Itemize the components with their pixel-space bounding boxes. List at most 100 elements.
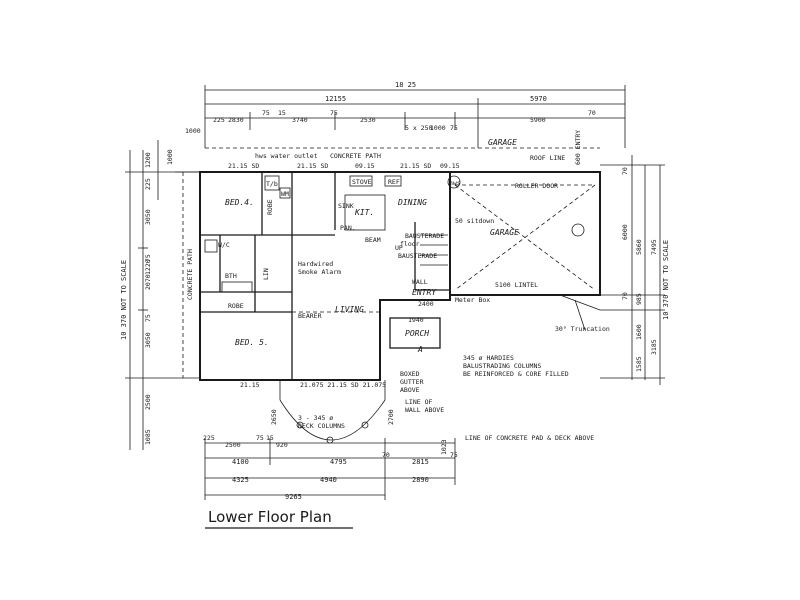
- note-rl-7: 09.15: [440, 162, 460, 170]
- right-dimensions: 10 370 NOT TO SCALE 7495 5860 6000 3185 …: [574, 130, 670, 385]
- dim-right-3185: 3185: [650, 339, 658, 355]
- dim-left-75a: 75: [144, 254, 152, 262]
- dim-right-70b: 70: [621, 167, 629, 175]
- dim-top-70: 70: [588, 109, 596, 117]
- note-deck-cols: 3 - 345 ø: [298, 414, 333, 422]
- note-roof-line: ROOF LINE: [530, 154, 565, 162]
- dim-right-5860: 5860: [635, 239, 643, 255]
- room-living: LIVING: [335, 305, 364, 314]
- dim-bottom-2890: 2890: [412, 476, 429, 484]
- dim-bottom-9265: 9265: [285, 493, 302, 501]
- note-wall-above-2: WALL ABOVE: [405, 406, 444, 414]
- room-kitchen: KIT.: [354, 208, 374, 217]
- dim-top-1000-left: 1000: [185, 127, 201, 135]
- dim-right-70: 70: [621, 292, 629, 300]
- room-entry: ENTRY: [412, 288, 437, 297]
- note-gutter: GUTTER: [400, 378, 424, 386]
- note-floor: floor: [400, 240, 420, 248]
- note-concrete-pad: LINE OF CONCRETE PAD & DECK ABOVE: [465, 434, 594, 442]
- note-rl-3: 09.15: [355, 162, 375, 170]
- note-concrete-path-left: CONCRETE PATH: [186, 249, 194, 300]
- dim-top-window: 5 x 250: [405, 124, 432, 132]
- dim-bottom-15: 15: [266, 434, 274, 442]
- note-above: ABOVE: [400, 386, 420, 394]
- dim-left-overall: 10 370 NOT TO SCALE: [120, 260, 128, 340]
- note-bausterade-2: BAUSTERADE: [398, 252, 437, 260]
- room-ref: REF: [388, 178, 400, 186]
- dim-top-3740: 3740: [292, 116, 308, 124]
- dim-right-985: 985: [635, 293, 643, 305]
- note-truncation: 30° Truncation: [555, 325, 610, 333]
- note-beam: BEAM: [365, 236, 381, 244]
- note-up: UP: [395, 244, 403, 252]
- note-roller-door: ROLLER DOOR: [515, 182, 558, 190]
- dim-left-2500: 2500: [144, 394, 152, 410]
- dim-right-6000: 6000: [621, 224, 629, 240]
- dim-bottom-70: 70: [382, 451, 390, 459]
- dim-left-1220: 1220: [144, 259, 152, 275]
- dim-top-75c: 75: [450, 124, 458, 132]
- note-porch-dim: 1940: [408, 316, 424, 324]
- room-linen: LIN: [262, 268, 270, 280]
- note-rl-4: 21.15 SD: [400, 162, 431, 170]
- room-robe2: ROBE: [266, 199, 274, 215]
- room-robe1: ROBE: [228, 302, 244, 310]
- note-concrete-path: CONCRETE PATH: [330, 152, 381, 160]
- dim-left-1085: 1085: [144, 429, 152, 445]
- note-columns-3: BE REINFORCED & CORE FILLED: [463, 370, 569, 378]
- dim-top-left: 12155: [325, 95, 346, 103]
- room-dining: DINING: [397, 198, 427, 207]
- dim-bottom-2500: 2500: [225, 441, 241, 449]
- room-stove: STOVE: [352, 178, 372, 186]
- room-hws-box: hws: [449, 179, 461, 187]
- room-wm: WM: [281, 190, 289, 198]
- dim-top-5900: 5900: [530, 116, 546, 124]
- dim-top-75a: 75: [262, 109, 270, 117]
- note-hws: hws water outlet: [255, 152, 318, 160]
- dim-right-1600: 1600: [635, 324, 643, 340]
- note-columns: 345 ø HARDIES: [463, 354, 514, 362]
- note-wall-above: LINE OF: [405, 398, 432, 406]
- dim-bottom-4325: 4325: [232, 476, 249, 484]
- room-bed4: BED.4.: [225, 198, 254, 207]
- dim-top-15: 15: [278, 109, 286, 117]
- room-garage-top: GARAGE: [488, 138, 517, 147]
- note-rl-6: 21.075 21.15 SD 21.075: [300, 381, 386, 389]
- note-sitdown: 50 sitdown: [455, 217, 494, 225]
- dim-left-225: 225: [144, 178, 152, 190]
- dim-top-2830: 2830: [228, 116, 244, 124]
- dim-bottom-2650: 2650: [270, 409, 278, 425]
- note-meter: Meter Box: [455, 296, 490, 304]
- plan-notes: hws water outlet CONCRETE PATH CONCRETE …: [186, 152, 610, 442]
- dim-overall-top: 18 25: [395, 81, 416, 89]
- dim-left-3050a: 3050: [144, 209, 152, 225]
- note-smoke-2: Smoke Alarm: [298, 268, 341, 276]
- bottom-dimensions: 225 2500 75 15 920 4100 4795 70 2815 75 …: [203, 409, 458, 501]
- dim-top-225: 225: [213, 116, 225, 124]
- dim-top-right: 5970: [530, 95, 547, 103]
- dim-bottom-2815: 2815: [412, 458, 429, 466]
- dim-bottom-4100: 4100: [232, 458, 249, 466]
- dim-right-overall: 10 370 NOT TO SCALE: [662, 240, 670, 320]
- dim-bottom-4940: 4940: [320, 476, 337, 484]
- note-rl-5: 21.15: [240, 381, 260, 389]
- note-lintel: 5100 LINTEL: [495, 281, 538, 289]
- room-sink: SINK: [338, 202, 354, 210]
- note-rl-1: 21.15 SD: [228, 162, 259, 170]
- building-walls: [175, 147, 601, 444]
- room-labels: GARAGE GARAGE BED.4. BED. 5. KIT. DINING…: [218, 138, 519, 347]
- dim-right-1585: 1585: [635, 356, 643, 372]
- room-bed5: BED. 5.: [235, 338, 269, 347]
- dim-left-1000: 1000: [166, 149, 174, 165]
- dim-top-2530: 2530: [360, 116, 376, 124]
- note-smoke: Hardwired: [298, 260, 333, 268]
- dim-bottom-920: 920: [276, 441, 288, 449]
- plan-title: Lower Floor Plan: [208, 508, 332, 526]
- room-bath: BTH: [225, 272, 237, 280]
- dim-bottom-75b: 75: [450, 451, 458, 459]
- dim-bottom-2700: 2700: [387, 409, 395, 425]
- top-dimensions: 18 25 12155 5970 225 2830 75 15 3740 75 …: [185, 81, 626, 148]
- note-columns-2: BALUSTRADING COLUMNS: [463, 362, 541, 370]
- dim-bottom-1023: 1023: [440, 439, 448, 455]
